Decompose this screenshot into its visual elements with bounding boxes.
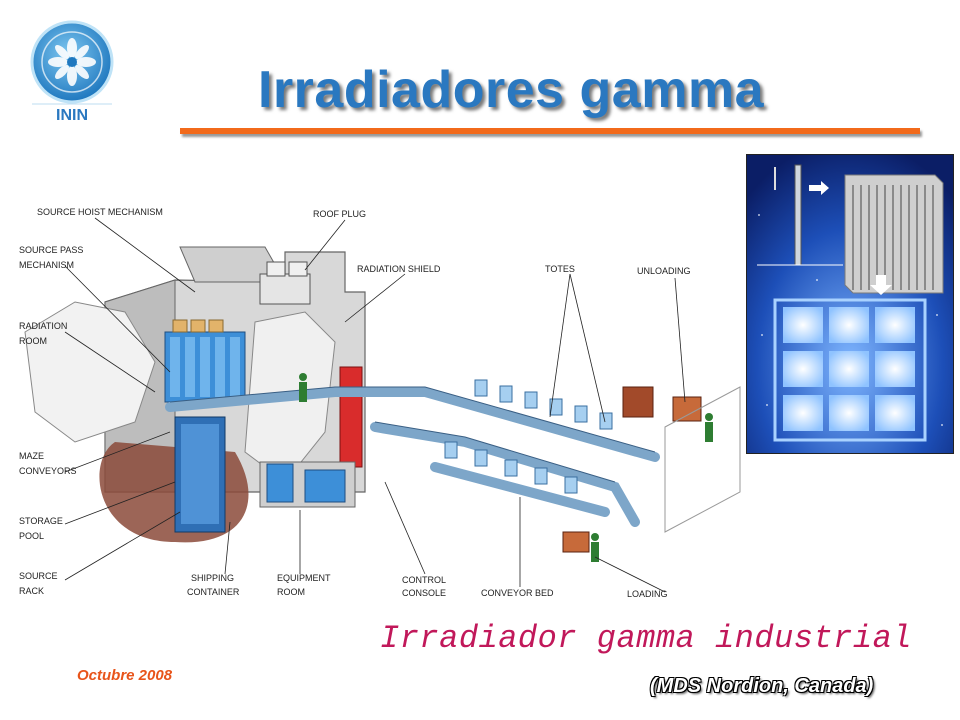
label-shipping-2: CONTAINER: [187, 587, 240, 597]
source-pencil: [794, 164, 802, 266]
glowing-rack: [773, 298, 927, 442]
label-control: CONTROL: [402, 575, 446, 585]
conveyor-system: [165, 387, 660, 527]
leader-lines: [64, 217, 686, 593]
building-structure: [24, 246, 366, 543]
label-unloading: UNLOADING: [637, 266, 691, 276]
label-radiation-shield: RADIATION SHIELD: [357, 264, 441, 274]
label-equipment-2: ROOM: [277, 587, 305, 597]
label-source-pass: SOURCE PASS: [19, 245, 83, 255]
label-conveyor-bed: CONVEYOR BED: [481, 588, 554, 598]
figure-caption: Irradiador gamma industrial: [380, 620, 912, 657]
arrow-down-icon: [870, 275, 892, 295]
label-source-rack-2: RACK: [19, 586, 44, 596]
label-shipping: SHIPPING: [191, 573, 234, 583]
page-title: Irradiadores gamma: [258, 61, 765, 119]
logo-text: ININ: [56, 107, 88, 124]
label-source-hoist: SOURCE HOIST MECHANISM: [37, 207, 163, 217]
label-storage: STORAGE: [19, 516, 63, 526]
irradiator-diagram: SOURCE HOIST MECHANISM SOURCE PASS MECHA…: [19, 207, 741, 599]
inin-logo: ININ: [30, 20, 114, 124]
source-rack-inset: [746, 154, 954, 454]
conveyor-edges: [169, 386, 656, 483]
footer-date: Octubre 2008: [77, 667, 173, 684]
label-maze: MAZE: [19, 451, 44, 461]
safety-fence: [664, 386, 741, 533]
workers: [299, 373, 713, 562]
figure-credit: (MDS Nordion, Canada): [650, 675, 874, 697]
label-radiation-room-2: ROOM: [19, 336, 47, 346]
arrow-icon: [809, 181, 829, 195]
label-roof-plug: ROOF PLUG: [313, 209, 366, 219]
label-radiation-room: RADIATION: [19, 321, 67, 331]
label-control-2: CONSOLE: [402, 588, 446, 598]
label-loading: LOADING: [627, 589, 668, 599]
label-source-pass-2: MECHANISM: [19, 260, 74, 270]
label-maze-2: CONVEYORS: [19, 466, 77, 476]
pallets: [562, 386, 702, 553]
title-underline: [180, 128, 920, 134]
label-equipment: EQUIPMENT: [277, 573, 331, 583]
tote-boxes: [444, 379, 613, 494]
diagram-labels: SOURCE HOIST MECHANISM SOURCE PASS MECHA…: [19, 207, 691, 599]
label-totes: TOTES: [545, 264, 575, 274]
label-source-rack: SOURCE: [19, 571, 58, 581]
label-storage-2: POOL: [19, 531, 44, 541]
